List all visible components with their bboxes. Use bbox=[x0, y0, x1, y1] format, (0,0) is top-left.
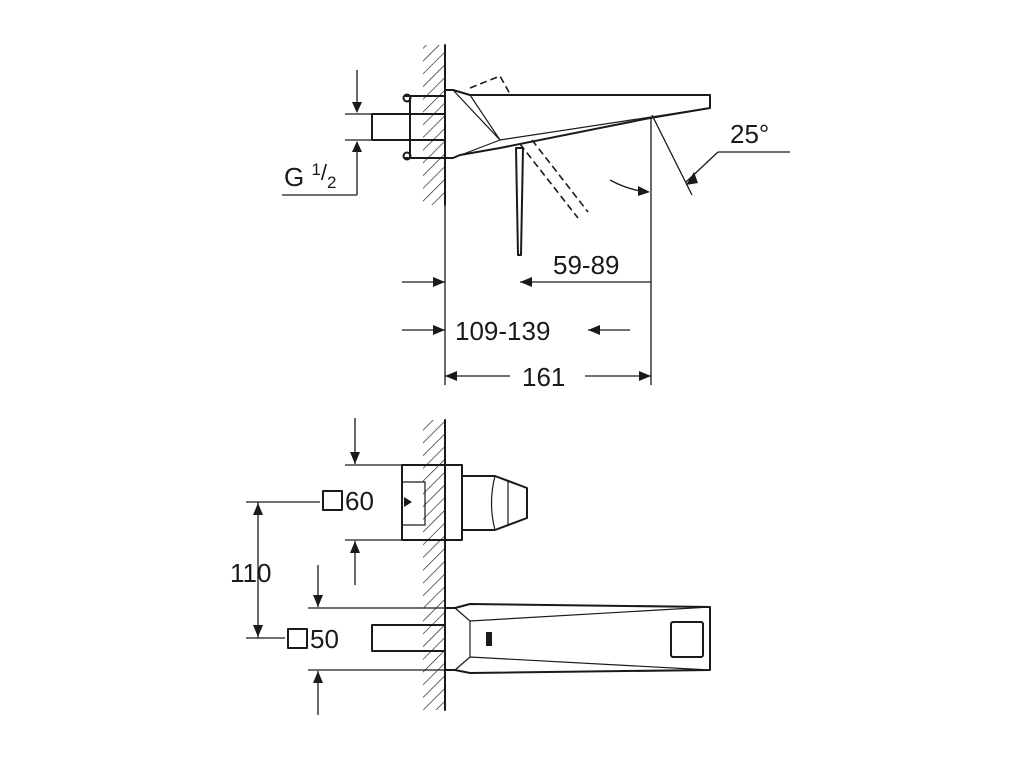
square-symbol-50 bbox=[287, 628, 308, 649]
dim-sq50-arrow-top bbox=[313, 595, 323, 607]
thread-den: 2 bbox=[327, 173, 336, 192]
wall-hatch-lower bbox=[423, 420, 445, 710]
side-view: G 1/2 25° 59-89 109-139 161 bbox=[282, 44, 790, 392]
thread-num: 1 bbox=[311, 160, 320, 179]
square-50-label: 50 bbox=[310, 624, 339, 654]
projection-range-label: 109-139 bbox=[455, 316, 550, 346]
dim-sq60-arrow-bottom bbox=[350, 541, 360, 553]
thread-main: G bbox=[284, 162, 311, 192]
rosette-screw-bottom bbox=[402, 151, 412, 161]
spout-facet-top bbox=[454, 606, 711, 671]
handle-inner-left bbox=[402, 481, 426, 526]
dim-109-139-arrow-left bbox=[433, 325, 445, 335]
spout-marker bbox=[486, 632, 492, 646]
front-view: 60 110 50 bbox=[230, 418, 711, 715]
spout-body bbox=[444, 89, 711, 159]
dim-110-arrow-bottom bbox=[253, 625, 263, 637]
reach-range-label: 59-89 bbox=[553, 250, 620, 280]
thread-slash: / bbox=[321, 160, 328, 185]
dim-109-139-arrow-right bbox=[588, 325, 600, 335]
dim-59-89-arrow bbox=[520, 277, 532, 287]
total-length-label: 161 bbox=[522, 362, 565, 392]
handle-body bbox=[401, 464, 463, 541]
dim-161-arrow-right bbox=[639, 371, 651, 381]
angle-ref-line bbox=[651, 114, 693, 196]
angle-label: 25° bbox=[730, 119, 769, 149]
handle-marker bbox=[404, 497, 412, 507]
dim-161-arrow-left bbox=[445, 371, 457, 381]
square-symbol-60 bbox=[322, 490, 343, 511]
thread-label: G 1/2 bbox=[284, 160, 337, 192]
rosette-screw-top bbox=[402, 93, 412, 103]
wall-box bbox=[404, 95, 446, 159]
lever-solid bbox=[515, 147, 524, 256]
spout-facet bbox=[452, 89, 711, 159]
angle-arrow-right bbox=[686, 172, 698, 185]
lever-dashed-swing bbox=[519, 139, 589, 219]
handle-knob bbox=[461, 475, 528, 531]
g-dim-arrow-bottom bbox=[352, 141, 362, 152]
dim-110-arrow-top bbox=[253, 503, 263, 515]
g-dim-arrow-top bbox=[352, 102, 362, 113]
lever-dashed-top bbox=[469, 74, 511, 95]
angle-arrow-left bbox=[638, 186, 650, 196]
wall-hatch-upper bbox=[423, 45, 445, 205]
square-60-label: 60 bbox=[345, 486, 374, 516]
dim-wall-arrow bbox=[433, 277, 445, 287]
spout-outlet bbox=[670, 621, 704, 658]
handle-knob-facet bbox=[490, 475, 509, 531]
dim-sq60-arrow-top bbox=[350, 452, 360, 464]
dim-sq50-arrow-bottom bbox=[313, 671, 323, 683]
spacing-label: 110 bbox=[230, 558, 271, 588]
